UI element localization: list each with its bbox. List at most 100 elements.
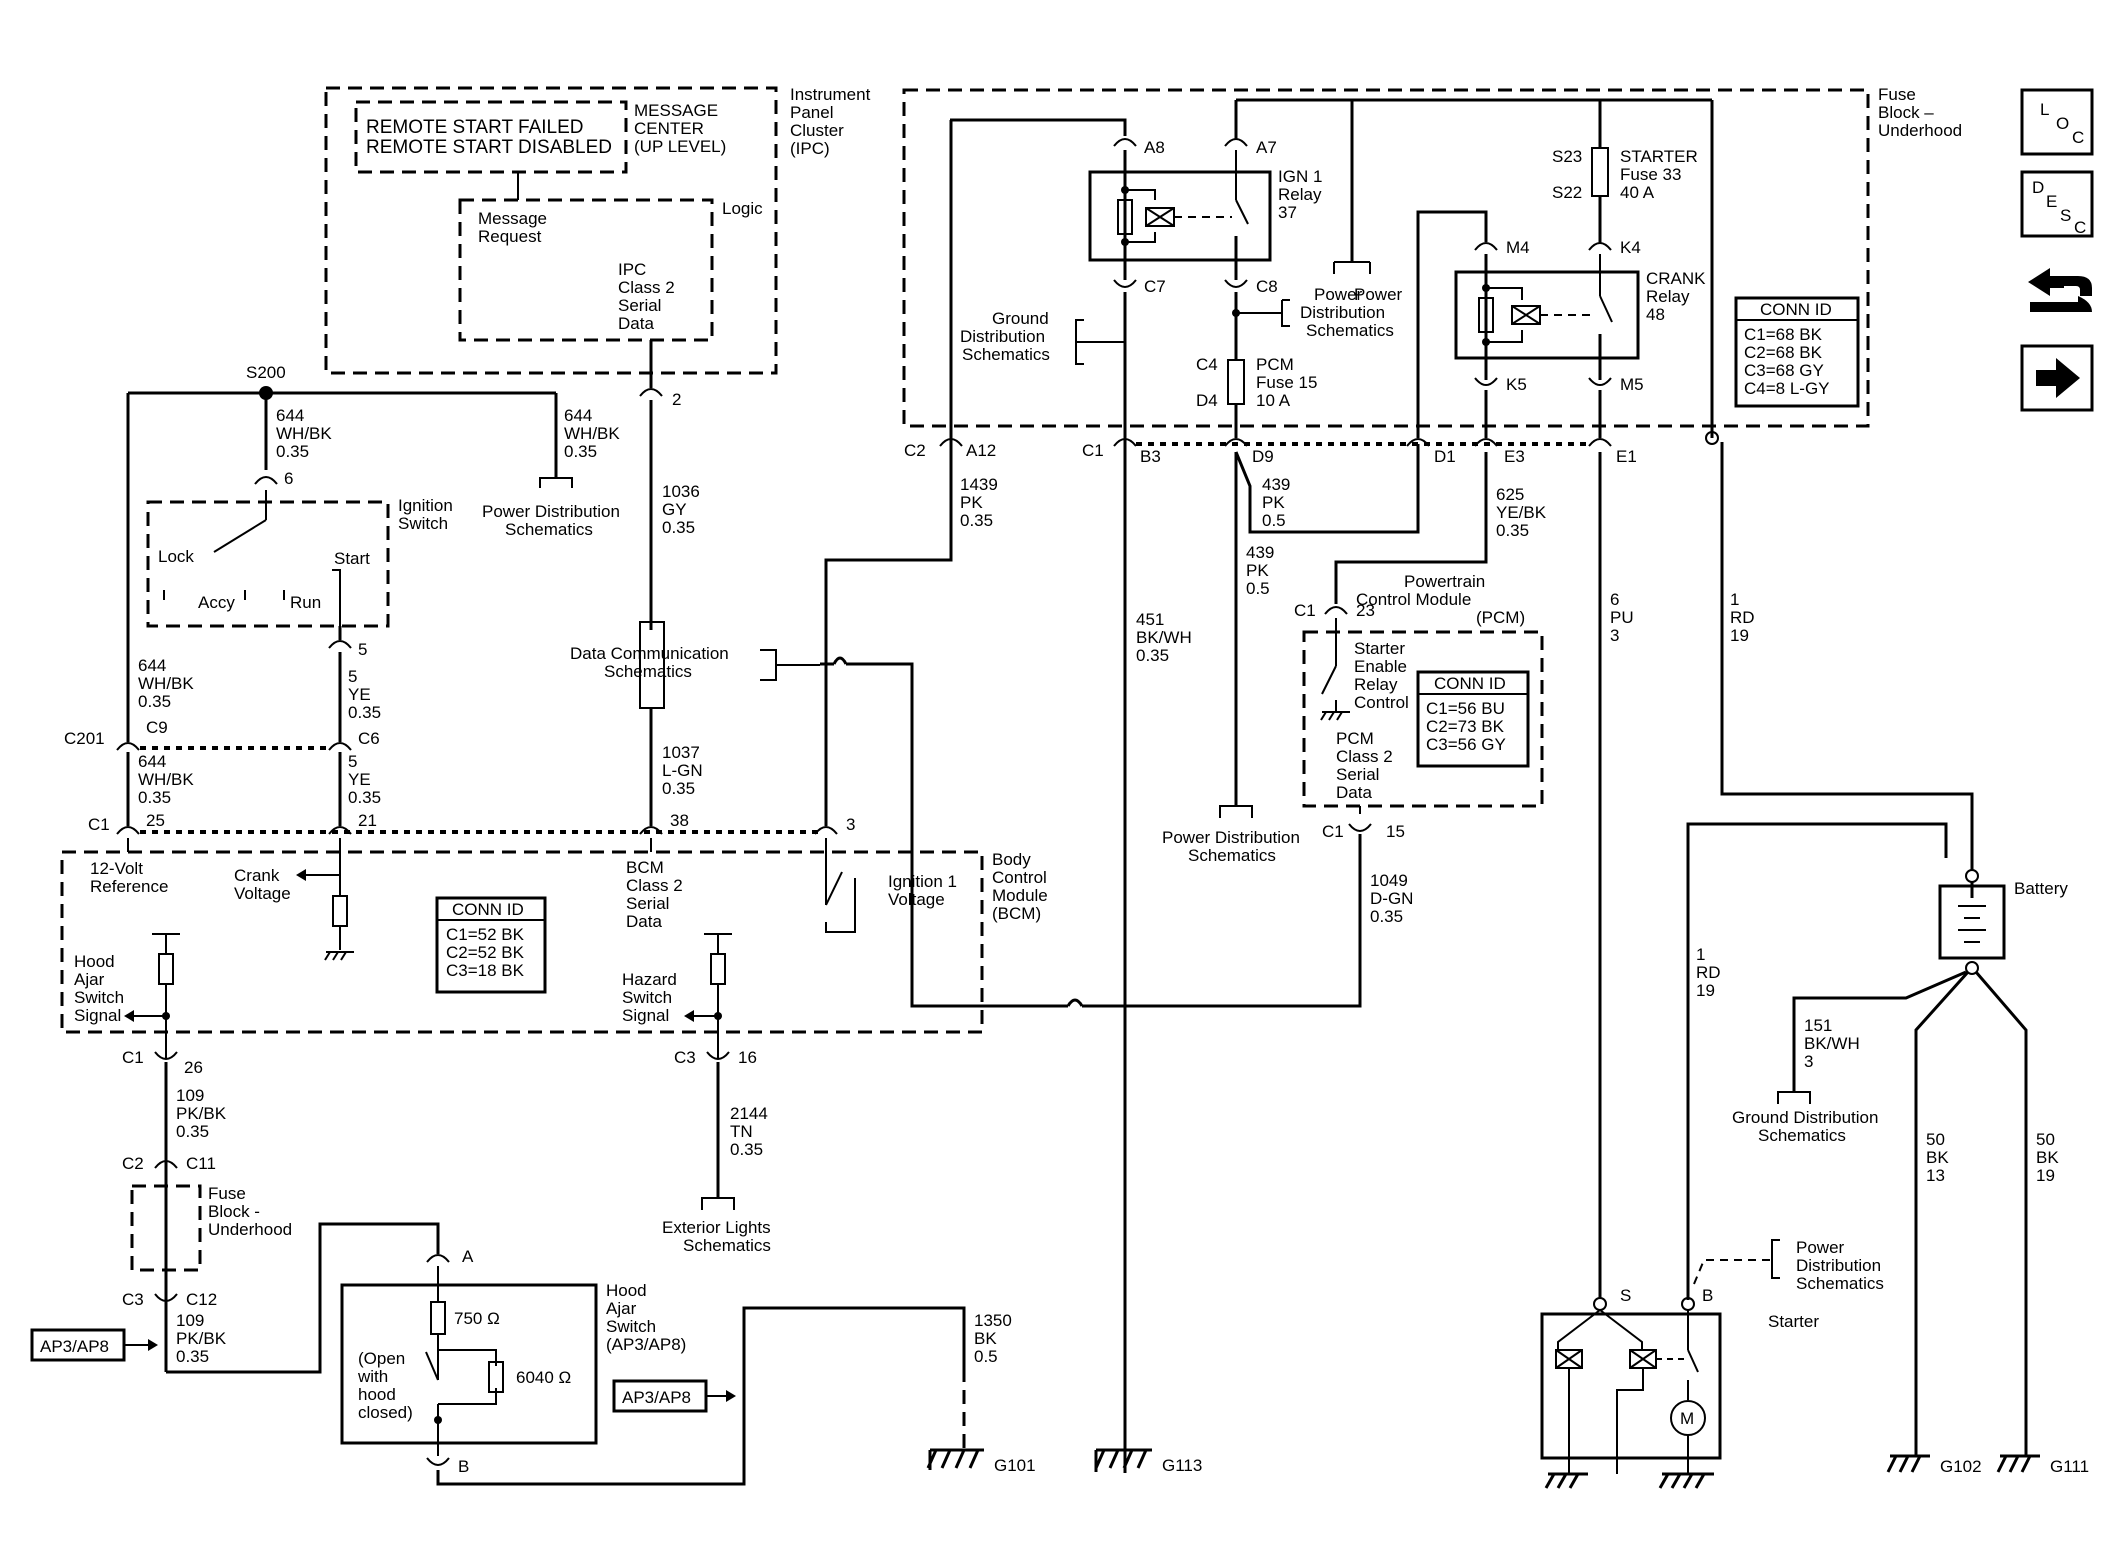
conn-c2-left: C2 — [122, 1154, 144, 1173]
w5b-num: 5 — [348, 752, 357, 771]
crank-relay-3: 48 — [1646, 305, 1665, 324]
gdist-3: Schematics — [962, 345, 1050, 364]
ap3-left-text: AP3/AP8 — [40, 1337, 109, 1356]
bcm-serial-2: Class 2 — [626, 876, 683, 895]
pin-d1: D1 — [1434, 447, 1456, 466]
ground-g111: G111 — [1996, 1454, 2089, 1476]
w439b-size: 0.5 — [1246, 579, 1270, 598]
w151-size: 3 — [1804, 1052, 1813, 1071]
ground-g102: G102 — [1886, 1454, 1982, 1476]
w644d-size: 0.35 — [138, 788, 171, 807]
w439b-num: 439 — [1246, 543, 1274, 562]
w1rd-bot-color: RD — [1696, 963, 1721, 982]
w5b-size: 0.35 — [348, 788, 381, 807]
bcm-ign1-1: Ignition 1 — [888, 872, 957, 891]
pin-s23: S23 — [1552, 147, 1582, 166]
w109a-color: PK/BK — [176, 1104, 227, 1123]
w1350-num: 1350 — [974, 1311, 1012, 1330]
w644c-color: WH/BK — [138, 674, 194, 693]
bcm-hazard-2: Switch — [622, 988, 672, 1007]
conn-c11: C11 — [186, 1154, 216, 1173]
battery-label: Battery — [2014, 879, 2068, 898]
w1049-num: 1049 — [1370, 871, 1408, 890]
pcm-name-2: Control Module — [1356, 590, 1471, 609]
w644d-num: 644 — [138, 752, 166, 771]
pin-d9: D9 — [1252, 447, 1274, 466]
r750: 750 Ω — [454, 1309, 500, 1328]
pcm-conn-id: CONN ID C1=56 BU C2=73 BK C3=56 GY — [1416, 670, 1530, 768]
connector-icon[interactable] — [2028, 268, 2092, 312]
power-dist-2: Schematics — [505, 520, 593, 539]
r6040: 6040 Ω — [516, 1368, 571, 1387]
ipc-remote-disabled: REMOTE START DISABLED — [366, 137, 612, 158]
pcm-starter-4: Control — [1354, 693, 1409, 712]
conn-c1-pcm-b: C1 — [1322, 822, 1344, 841]
desc-button[interactable]: D E S C — [2020, 170, 2094, 238]
pcm-name-3: (PCM) — [1476, 608, 1525, 627]
bcm-12v-1: 12-Volt — [90, 859, 143, 878]
ign-switch-2: Switch — [398, 514, 448, 533]
ipc-msg-center-1: MESSAGE — [634, 101, 718, 120]
w5a-color: YE — [348, 685, 371, 704]
bcm-connid-title: CONN ID — [452, 900, 524, 919]
w2144-size: 0.35 — [730, 1140, 763, 1159]
splice-s200: S200 — [246, 363, 286, 382]
pcm-starter-1: Starter — [1354, 639, 1405, 658]
pcm-serial-3: Serial — [1336, 765, 1379, 784]
w439a-color: PK — [1262, 493, 1285, 512]
loc-button[interactable]: L O C — [2020, 88, 2094, 156]
hood-open-2: with — [357, 1367, 388, 1386]
starter-fuse-1: STARTER — [1620, 147, 1698, 166]
pin-6: 6 — [284, 469, 293, 488]
ipc-module: REMOTE START FAILED REMOTE START DISABLE… — [324, 85, 871, 375]
desc-d: D — [2032, 178, 2044, 197]
w451-num: 451 — [1136, 610, 1164, 629]
gdist-1: Ground — [992, 309, 1049, 328]
pin-m4: M4 — [1506, 238, 1530, 257]
pin-b3: B3 — [1140, 447, 1161, 466]
ign-start: Start — [334, 549, 370, 568]
ipc-logic: Logic — [722, 199, 763, 218]
hood-name-2: Ajar — [606, 1299, 637, 1318]
svg-text:CENTER: CENTER — [634, 119, 704, 138]
fuse-connid-r4: C4=8 L-GY — [1744, 379, 1830, 398]
w439a-size: 0.5 — [1262, 511, 1286, 530]
w50a-color: BK — [1926, 1148, 1949, 1167]
fuse-connid-r1: C1=68 BK — [1744, 325, 1823, 344]
hood-pin-a: A — [462, 1247, 474, 1266]
ipc-name-3: Cluster — [790, 121, 844, 140]
conn-c201: C201 — [64, 729, 105, 748]
arrow-right-icon[interactable] — [2020, 344, 2094, 412]
g101: G101 — [994, 1456, 1036, 1475]
ipc-msg-request-1: Message — [478, 209, 547, 228]
pin-38: 38 — [670, 811, 689, 830]
pcm-connid-r1: C1=56 BU — [1426, 699, 1505, 718]
ground-g113: G113 — [1094, 1448, 1202, 1475]
pcm-fuse-1: PCM — [1256, 355, 1294, 374]
ap3-tag-right[interactable]: AP3/AP8 — [612, 1379, 736, 1413]
pin-m5: M5 — [1620, 375, 1644, 394]
starter-motor: S B Starter M — [1540, 1286, 1819, 1489]
w6-color: PU — [1610, 608, 1634, 627]
bcm-hood-2: Ajar — [74, 970, 105, 989]
bcm-serial-3: Serial — [626, 894, 669, 913]
pd-bottom-2: Schematics — [1188, 846, 1276, 865]
pin-16: 16 — [738, 1048, 757, 1067]
ap3-tag-left[interactable]: AP3/AP8 — [30, 1328, 158, 1362]
bcm-name-3: Module — [992, 886, 1048, 905]
pin-s22: S22 — [1552, 183, 1582, 202]
w1037-color: L-GN — [662, 761, 703, 780]
pcm-fuse-3: 10 A — [1256, 391, 1291, 410]
pin-c8: C8 — [1256, 277, 1278, 296]
ipc-name-1: Instrument — [790, 85, 871, 104]
starter-pin-s: S — [1620, 1286, 1631, 1305]
bcm-connid-r3: C3=18 BK — [446, 961, 525, 980]
ignition-switch: Lock Accy Run Start Ignition Switch — [146, 490, 453, 628]
pd-starter-1: Power — [1796, 1238, 1845, 1257]
power-dist-1: Power Distribution — [482, 502, 620, 521]
w439b-color: PK — [1246, 561, 1269, 580]
w644b-num: 644 — [564, 406, 592, 425]
fuse-small-2: Block - — [208, 1202, 260, 1221]
bcm-name-1: Body — [992, 850, 1031, 869]
w644c-size: 0.35 — [138, 692, 171, 711]
